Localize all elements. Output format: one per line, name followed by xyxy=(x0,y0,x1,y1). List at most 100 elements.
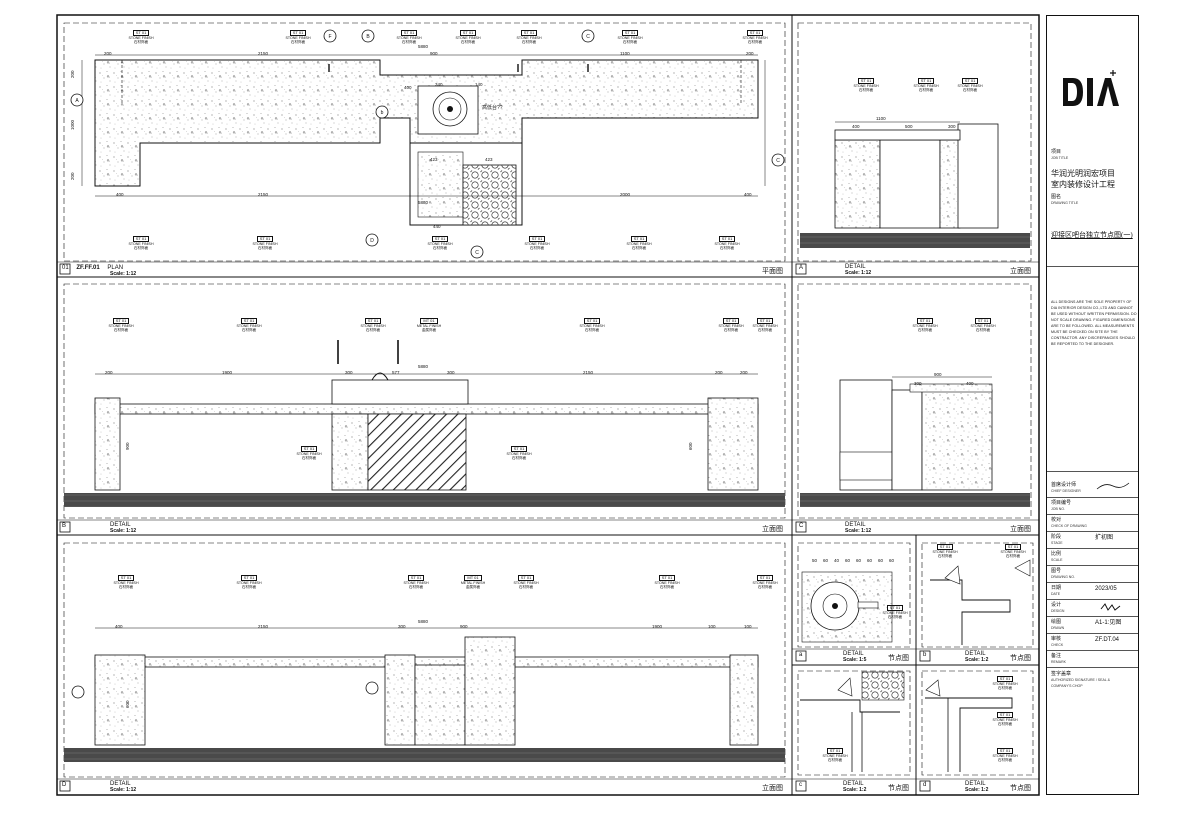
scale-en: SCALE xyxy=(1051,558,1063,562)
stone-finish-tag-code: ST 01 xyxy=(517,575,535,581)
stone-finish-tag-en: STONE FINISH xyxy=(296,452,322,456)
dimension-label: 900 xyxy=(430,51,438,56)
dimension-label: 200 xyxy=(70,70,75,78)
stone-finish-tag-cn: 石材饰面 xyxy=(133,40,149,44)
dimension-label: 40 xyxy=(834,558,840,563)
detail-c-id: c xyxy=(799,782,802,788)
stone-finish-tag-code: ST 01 xyxy=(936,544,954,550)
stone-finish-tag-code: ST 01 xyxy=(630,236,648,242)
drawn-label: 绘图 xyxy=(1051,619,1062,625)
stone-finish-tag-en: STONE FINISH xyxy=(516,36,542,40)
stone-finish-tag-en: STONE FINISH xyxy=(108,324,134,328)
dimension-label: 423 xyxy=(430,157,438,162)
job-no-en: JOB NO. xyxy=(1051,507,1066,511)
stone-finish-tag-cn: 石材饰面 xyxy=(521,40,537,44)
stone-finish-tag-en: STONE FINISH xyxy=(626,242,652,246)
detail-a-name: DETAIL xyxy=(843,651,864,657)
stone-finish-tag-en: STONE FINISH xyxy=(882,611,908,615)
stone-finish-tag-code: ST 01 xyxy=(132,30,150,36)
scale-row: 比例 SCALE xyxy=(1051,551,1135,563)
detail-B-name: DETAIL xyxy=(110,522,131,528)
detail-b-tag: 节点图 xyxy=(1010,655,1031,662)
stone-finish-tag-en: STONE FINISH xyxy=(396,36,422,40)
metal-finish-tag-code: MT 01 xyxy=(420,318,438,324)
dimension-label: 600 xyxy=(125,700,130,708)
dimension-label: 1000 xyxy=(70,119,75,130)
date-label: 日期 xyxy=(1051,585,1062,591)
dimension-label: 200 xyxy=(105,370,113,375)
drawing-label-block: 图名 DRAWING TITLE xyxy=(1051,194,1135,206)
stone-finish-tag-en: STONE FINISH xyxy=(822,754,848,758)
detail-B-tag: 立面图 xyxy=(762,526,783,533)
dimension-label: 5880 xyxy=(418,44,429,49)
stone-finish-tag-code: ST 01 xyxy=(996,748,1014,754)
project-label-en: JOB TITLE xyxy=(1051,156,1069,160)
stone-finish-tag-code: ST 01 xyxy=(746,30,764,36)
stone-finish-tag-en: STONE FINISH xyxy=(752,324,778,328)
svg-text:F: F xyxy=(328,34,331,40)
stone-finish-tag-en: STONE FINISH xyxy=(992,682,1018,686)
stone-finish-tag-cn: 石材饰面 xyxy=(432,246,448,250)
scale-label: 比例 xyxy=(1051,551,1062,557)
plan-title: 01 ZF.FF.01 PLAN xyxy=(62,265,123,271)
dimension-label: 300 xyxy=(345,370,353,375)
stone-finish-tag-cn: 石材饰面 xyxy=(365,328,381,332)
checked-en: CHECK xyxy=(1051,643,1064,647)
detail-d-scale: Scale: 1:2 xyxy=(965,787,989,793)
drawn-value: A1-1:见图 xyxy=(1095,620,1122,626)
stone-finish-tag-cn: 石材饰面 xyxy=(723,328,739,332)
stone-finish-tag-cn: 石材饰面 xyxy=(997,758,1013,762)
stone-finish-tag-code: ST 01 xyxy=(256,236,274,242)
stone-finish-tag-cn: 石材饰面 xyxy=(301,456,317,460)
stone-finish-tag-code: ST 01 xyxy=(117,575,135,581)
project-label: 项目 xyxy=(1051,149,1062,155)
detail-B-scale: Scale: 1:12 xyxy=(110,528,137,534)
stone-finish-tag-cn: 石材饰面 xyxy=(529,246,545,250)
project-name: 华润光明润宏项目 室内装修设计工程 xyxy=(1051,168,1115,190)
project-name-line2: 室内装修设计工程 xyxy=(1051,180,1115,189)
dimension-label: 5880 xyxy=(418,364,429,369)
plan-name: PLAN xyxy=(107,265,124,271)
dimension-label: 300 xyxy=(398,624,406,629)
date-row: 日期 DATE 2023/05 xyxy=(1051,585,1135,597)
dimension-label: 100 xyxy=(744,624,752,629)
dimension-label: 60 xyxy=(845,558,851,563)
job-no-row: 项目编号 JOB NO. xyxy=(1051,500,1135,512)
dimension-label: 300 xyxy=(914,381,922,386)
stone-finish-tag-code: ST 01 xyxy=(996,676,1014,682)
stone-finish-tag-en: STONE FINISH xyxy=(932,550,958,554)
metal-finish-tag-en: METAL FINISH xyxy=(416,324,442,328)
detail-b-name: DETAIL xyxy=(965,651,986,657)
stone-finish-tag-code: ST 01 xyxy=(407,575,425,581)
stone-finish-tag-en: STONE FINISH xyxy=(970,324,996,328)
drawing-title: 迎接区吧台独立节点图(一) xyxy=(1051,231,1133,239)
stone-finish-tag-code: ST 01 xyxy=(240,318,258,324)
detail-d-id: d xyxy=(923,782,927,788)
detail-D-id: D xyxy=(62,782,67,788)
stone-finish-tag-en: STONE FINISH xyxy=(579,324,605,328)
stone-finish-tag-en: STONE FINISH xyxy=(128,242,154,246)
stone-finish-tag-en: STONE FINISH xyxy=(654,581,680,585)
svg-text:A: A xyxy=(75,98,79,104)
stone-finish-tag-en: STONE FINISH xyxy=(853,84,879,88)
stone-finish-tag-code: ST 01 xyxy=(400,30,418,36)
detail-C-id: C xyxy=(799,523,804,529)
